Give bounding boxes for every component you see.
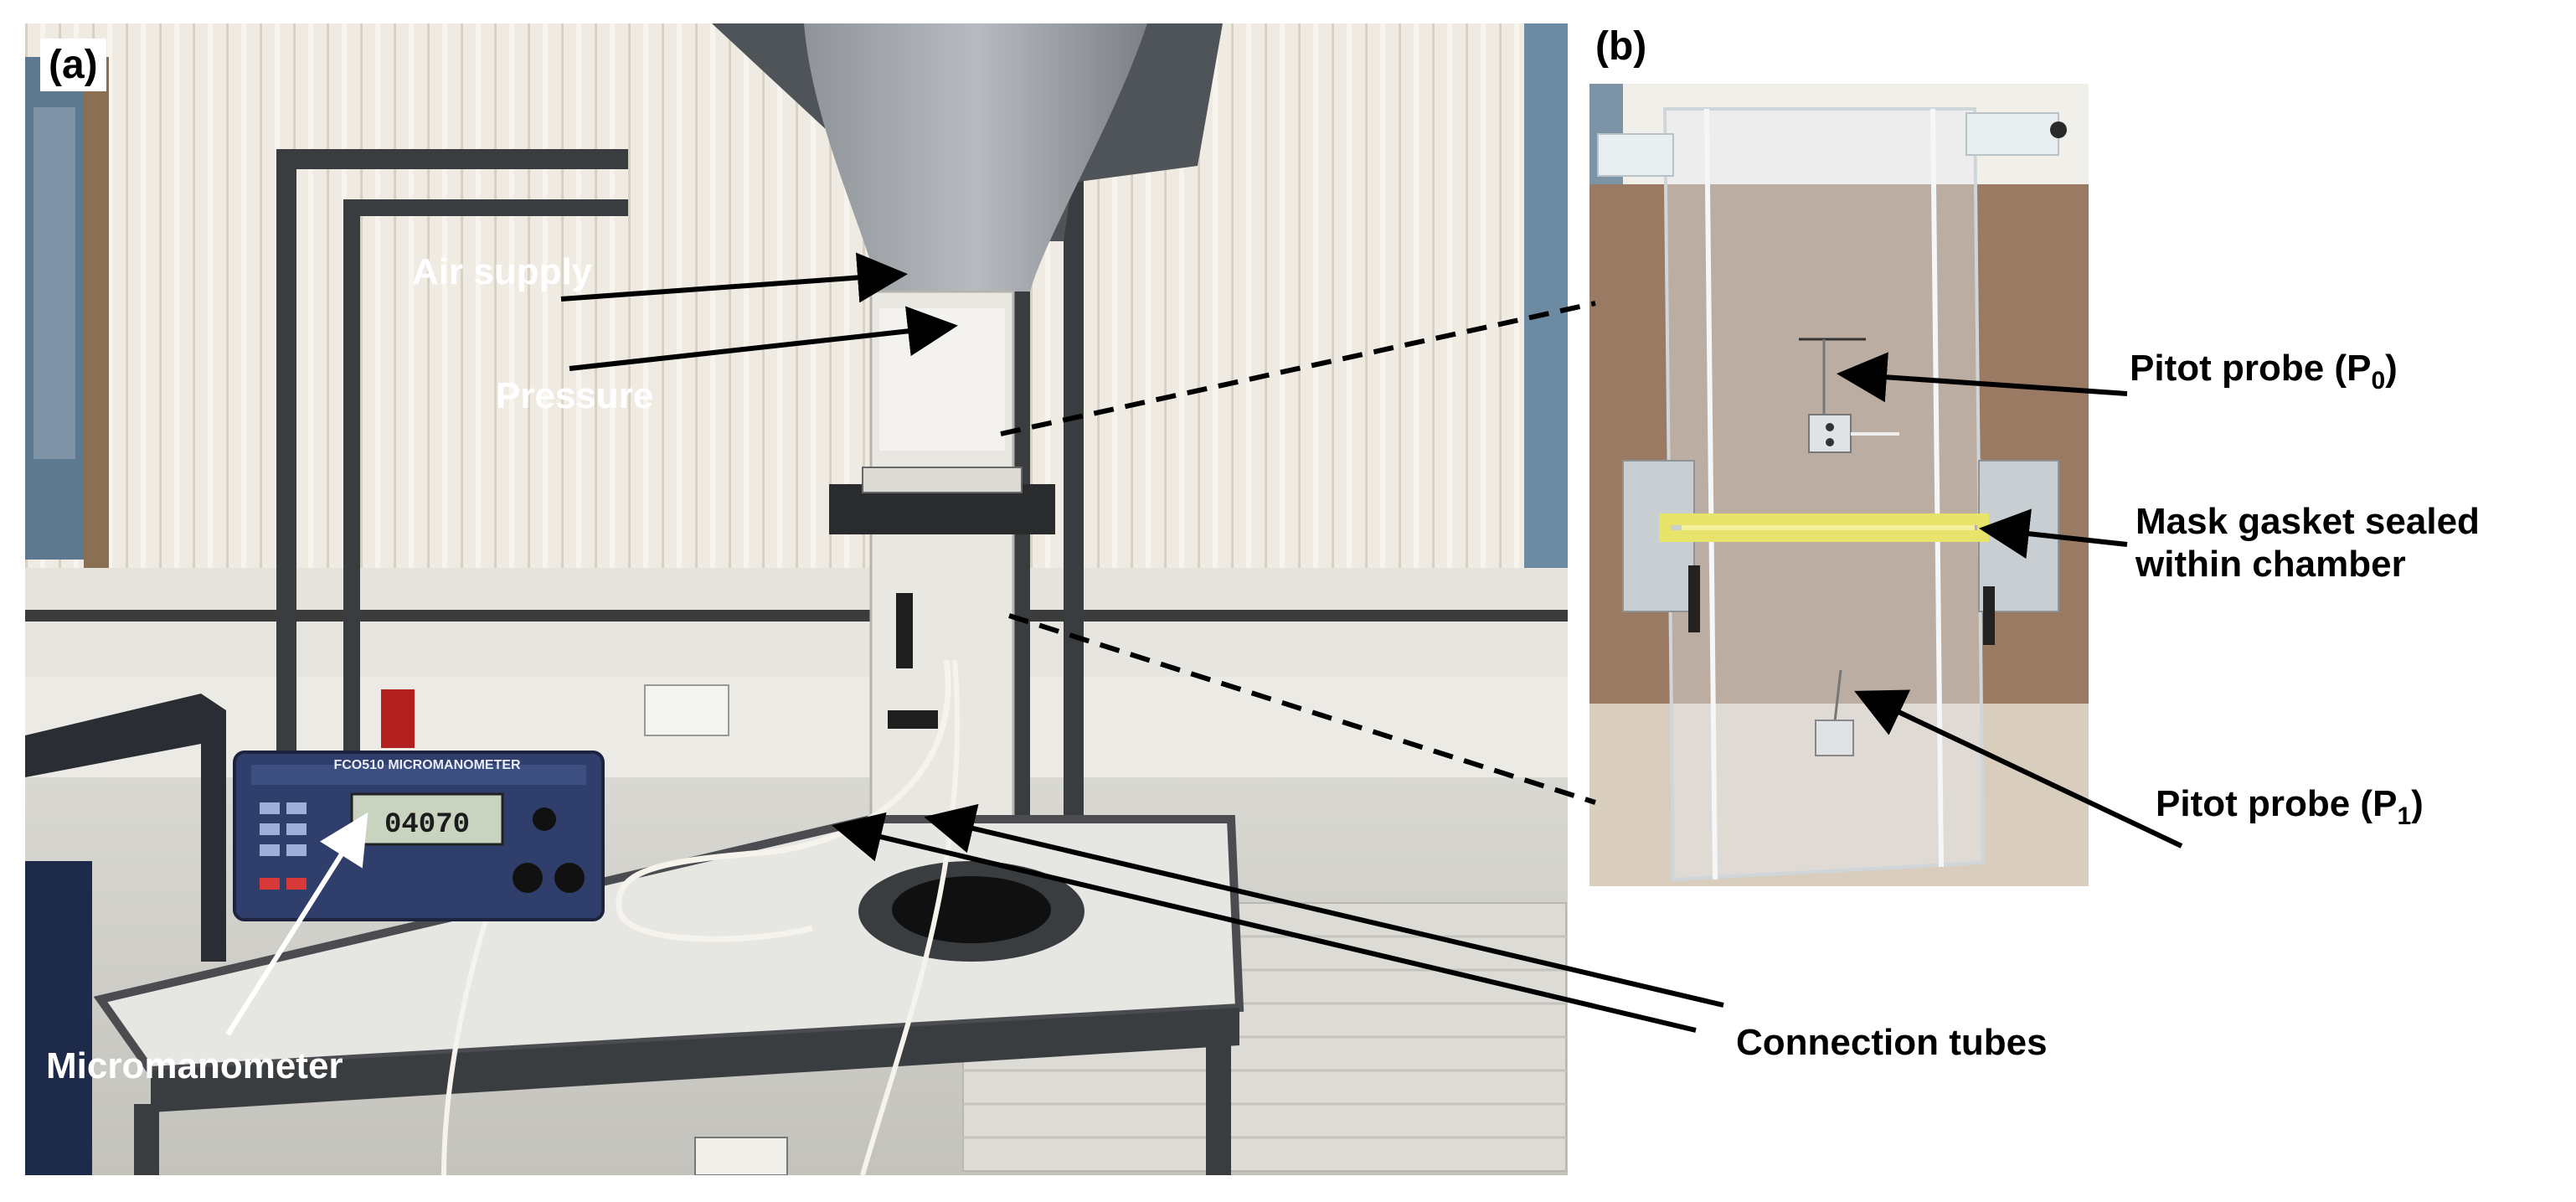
- photo-test-rig: FCO510 MICROMANOMETER 04070 (a): [25, 23, 1568, 1175]
- pitot-probe-p1-suffix: ): [2411, 783, 2424, 824]
- pitot-probe-p1: [1815, 669, 1854, 756]
- device-display-value: 04070: [384, 809, 470, 841]
- air-supply-label: Air supply: [412, 251, 593, 292]
- photo-chamber-drawing: [1589, 84, 2089, 886]
- mask-gasket-label: Mask gasket sealed within chamber: [2136, 501, 2480, 586]
- acrylic-chamber: [1597, 107, 2067, 882]
- pitot-probe-p1-subscript: 1: [2397, 802, 2412, 830]
- pressure-label: Pressure: [496, 375, 654, 416]
- mask-gasket: [1659, 513, 1989, 542]
- pitot-probe-p0-prefix: Pitot probe (P: [2130, 348, 2372, 389]
- panel-a-letter: (a): [40, 39, 106, 91]
- panel-b-letter: (b): [1595, 24, 1647, 69]
- photo-chamber: [1589, 84, 2089, 886]
- mask-gasket-label-line1: Mask gasket sealed: [2136, 501, 2480, 542]
- pitot-probe-p1-label: Pitot probe (P1): [2156, 783, 2424, 831]
- micromanometer-device: [233, 751, 605, 921]
- micromanometer-label: Micromanometer: [46, 1045, 343, 1086]
- photo-test-rig-drawing: FCO510 MICROMANOMETER 04070: [25, 23, 1568, 1175]
- pitot-probe-p1-prefix: Pitot probe (P: [2156, 783, 2398, 824]
- pitot-probe-p0-subscript: 0: [2371, 366, 2386, 395]
- mask-gasket-label-line2: within chamber: [2136, 543, 2406, 585]
- pitot-probe-p0: [1799, 338, 1899, 453]
- connection-tubes-label: Connection tubes: [1736, 1022, 2048, 1063]
- device-brand-text: FCO510 MICROMANOMETER: [333, 758, 521, 772]
- pitot-probe-p0-suffix: ): [2385, 348, 2398, 389]
- pitot-probe-p0-label: Pitot probe (P0): [2130, 348, 2398, 395]
